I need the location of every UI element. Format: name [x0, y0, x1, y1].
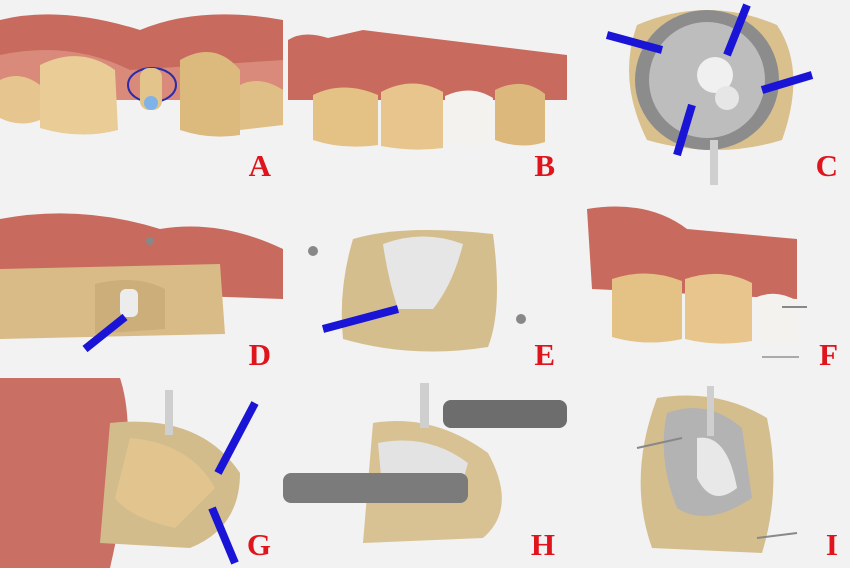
- panel-b-label: B: [534, 148, 555, 183]
- panel-b: B: [283, 0, 567, 189]
- panel-d-image: [0, 189, 283, 378]
- panel-g: G: [0, 378, 283, 568]
- panel-h: H: [283, 378, 567, 568]
- panel-f-label: F: [819, 337, 838, 372]
- panel-c: C: [567, 0, 850, 189]
- arrow-icon: [605, 3, 814, 157]
- panel-g-image: [0, 378, 283, 568]
- panel-e-image: [283, 189, 567, 378]
- panel-a: A: [0, 0, 283, 189]
- panel-c-image: [567, 0, 850, 189]
- panel-b-image: [283, 0, 567, 189]
- panel-c-label: C: [815, 148, 838, 183]
- panel-a-label: A: [248, 148, 271, 183]
- panel-i-image: [567, 378, 850, 568]
- panel-f-image: [567, 189, 850, 378]
- panel-f: F: [567, 189, 850, 378]
- panel-e: E: [283, 189, 567, 378]
- panel-e-label: E: [534, 337, 555, 372]
- panel-d: D: [0, 189, 283, 378]
- panel-i-label: I: [825, 527, 838, 562]
- panel-h-image: [283, 378, 567, 568]
- panel-g-label: G: [246, 527, 271, 562]
- panel-d-label: D: [248, 337, 271, 372]
- panel-a-image: [0, 0, 283, 189]
- panel-i: I: [567, 378, 850, 568]
- panel-h-label: H: [530, 527, 555, 562]
